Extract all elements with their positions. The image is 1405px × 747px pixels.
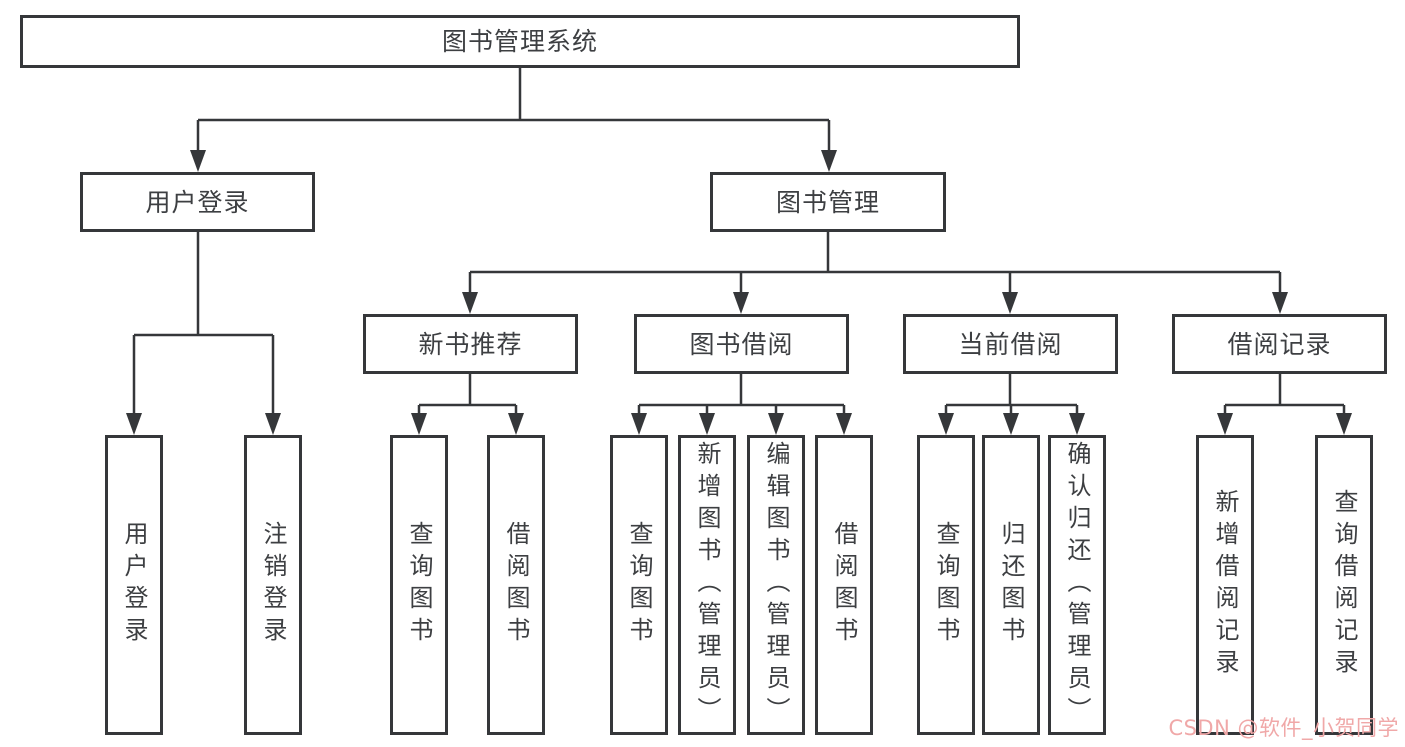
connector-current-borrow-branch (938, 374, 1085, 435)
csdn-watermark: CSDN @软件_小贺同学 (1168, 716, 1399, 740)
node-leaf-borrow-books-recommend: 借阅图书 (487, 435, 545, 735)
node-leaf-user-login: 用户登录 (105, 435, 163, 735)
node-leaf-logout: 注销登录 (244, 435, 302, 735)
node-leaf-return-books: 归还图书 (982, 435, 1040, 735)
connector-book-management-branch (462, 232, 1288, 314)
node-leaf-edit-book-admin: 编辑图书（管理员） (747, 435, 805, 735)
connector-root-to-level2 (190, 68, 837, 172)
node-leaf-add-book-admin: 新增图书（管理员） (678, 435, 736, 735)
node-book-borrow: 图书借阅 (634, 314, 849, 374)
connector-book-borrow-branch (631, 374, 852, 435)
node-user-login: 用户登录 (80, 172, 315, 232)
node-leaf-query-books-recommend: 查询图书 (390, 435, 448, 735)
node-leaf-query-books-current: 查询图书 (917, 435, 975, 735)
node-new-book-recommend: 新书推荐 (363, 314, 578, 374)
node-leaf-query-books-borrow: 查询图书 (610, 435, 668, 735)
node-book-management: 图书管理 (710, 172, 946, 232)
node-leaf-query-borrow-record: 查询借阅记录 (1315, 435, 1373, 735)
node-leaf-confirm-return-admin: 确认归还（管理员） (1048, 435, 1106, 735)
node-borrow-records: 借阅记录 (1172, 314, 1387, 374)
connector-new-book-recommend-branch (411, 374, 524, 435)
node-root-system: 图书管理系统 (20, 15, 1020, 68)
node-current-borrow: 当前借阅 (903, 314, 1118, 374)
connector-borrow-records-branch (1217, 374, 1352, 435)
connector-user-login-branch (126, 232, 281, 435)
node-leaf-borrow-books: 借阅图书 (815, 435, 873, 735)
node-leaf-add-borrow-record: 新增借阅记录 (1196, 435, 1254, 735)
